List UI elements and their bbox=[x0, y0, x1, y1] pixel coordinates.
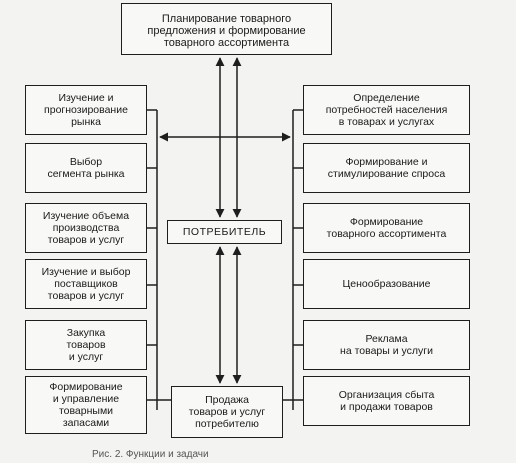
left-box-segment-selection: Выбор сегмента рынка bbox=[25, 143, 147, 193]
right-box-advertising: Реклама на товары и услуги bbox=[303, 320, 470, 370]
left-box-purchasing: Закупка товаров и услуг bbox=[25, 320, 147, 370]
box-consumer: ПОТРЕБИТЕЛЬ bbox=[167, 220, 282, 244]
right-box-assortment-formation: Формирование товарного ассортимента bbox=[303, 203, 470, 253]
box-sales-to-consumer: Продажа товаров и услуг потребителю bbox=[171, 386, 283, 438]
left-box-supplier-selection: Изучение и выбор поставщиков товаров и у… bbox=[25, 259, 147, 309]
left-box-production-volume: Изучение объема производства товаров и у… bbox=[25, 203, 147, 253]
figure-caption: Рис. 2. Функции и задачи bbox=[92, 449, 209, 460]
right-box-sales-organization: Организация сбыта и продажи товаров bbox=[303, 376, 470, 426]
right-box-demand-identification: Определение потребностей населения в тов… bbox=[303, 85, 470, 135]
right-box-pricing: Ценообразование bbox=[303, 259, 470, 309]
right-box-demand-stimulation: Формирование и стимулирование спроса bbox=[303, 143, 470, 193]
box-assortment-planning: Планирование товарного предложения и фор… bbox=[121, 3, 332, 55]
left-box-market-research: Изучение и прогнозирование рынка bbox=[25, 85, 147, 135]
left-box-inventory-management: Формирование и управление товарными запа… bbox=[25, 376, 147, 434]
